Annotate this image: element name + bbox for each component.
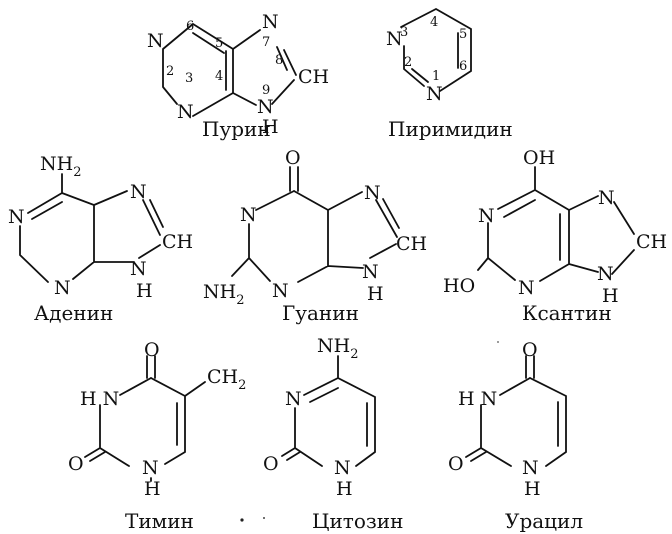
guanine-atom-n1: N	[240, 204, 257, 226]
purine-pos-8: 8	[275, 53, 283, 68]
purine-pos-6: 6	[186, 19, 194, 34]
uracil-name: Урацил	[505, 509, 583, 533]
purine-pos-4: 4	[215, 69, 223, 84]
guanine-atom-n3: N	[272, 280, 289, 302]
adenine-atom-h9: H	[136, 280, 153, 302]
xanthine-name: Ксантин	[522, 301, 612, 325]
pyrimidine-name: Пиримидин	[388, 117, 513, 141]
guanine-atom-ch8: CH	[396, 233, 427, 255]
pyrimidine-pos-4: 4	[430, 15, 438, 30]
adenine-bonds	[19, 173, 164, 283]
pyrimidine-pos-6: 6	[459, 59, 467, 74]
cytosine-atom-n1: N	[334, 457, 351, 479]
pyrimidine-pos-1: 1	[432, 69, 440, 84]
uracil-atom-hn3: H N	[458, 388, 497, 410]
guanine-atom-n7: N	[364, 182, 381, 204]
pyrimidine-atom-n3: N	[386, 28, 403, 50]
purine-pos-5: 5	[215, 36, 223, 51]
purine-atom-ch8: CH	[298, 66, 329, 88]
guanine-atom-nh2: NH2	[203, 281, 244, 308]
thymine-atom-n1: N	[142, 457, 159, 479]
pyrimidine-bonds	[400, 7, 472, 92]
guanine-bonds	[231, 166, 400, 283]
xanthine-atom-n3: N	[518, 277, 535, 299]
purine-atom-n1: N	[147, 30, 164, 52]
pyrimidine-atom-n1: N	[426, 83, 443, 105]
purine-pos-9: 9	[262, 83, 270, 98]
uracil-bonds	[465, 355, 567, 467]
pyrimidine-pos-5: 5	[459, 27, 467, 42]
purine-atom-n7: N	[262, 11, 279, 33]
xanthine-atom-oh6: OH	[523, 147, 555, 169]
uracil-atom-h1: H	[524, 478, 541, 500]
uracil-atom-o4: O	[522, 339, 538, 361]
purine-structure: N N N N H CH 2 3 4 5 6 7 8 9 Пурин	[147, 11, 329, 141]
xanthine-structure: OH N N N N H CH HO Ксантин	[443, 147, 667, 325]
adenine-structure: NH2 N N N N H CH Аденин	[8, 153, 193, 325]
purine-atom-n3: N	[177, 101, 194, 123]
cytosine-structure: NH2 N O N H Цитозин	[263, 335, 403, 533]
purine-pos-2: 2	[166, 64, 174, 79]
cytosine-name: Цитозин	[312, 509, 403, 533]
thymine-name: Тимин	[125, 509, 194, 533]
pyrimidine-structure: N N 1 2 3 4 5 6 Пиримидин	[386, 7, 513, 141]
guanine-structure: O N N N N H CH NH2 Гуанин	[203, 147, 427, 325]
cytosine-atom-o2: O	[263, 453, 279, 475]
uracil-atom-n1: N	[522, 457, 539, 479]
thymine-structure: O CH2 H N O N H Тимин	[68, 339, 246, 533]
adenine-atom-n1: N	[8, 206, 25, 228]
xanthine-bonds	[477, 166, 635, 282]
purine-name: Пурин	[202, 117, 271, 141]
cytosine-atom-n3: N	[285, 388, 302, 410]
purine-pos-3: 3	[185, 71, 193, 86]
pyrimidine-pos-2: 2	[404, 55, 412, 70]
purine-pos-7: 7	[262, 35, 270, 50]
cytosine-atom-h1: H	[336, 478, 353, 500]
thymine-atom-o2: O	[68, 453, 84, 475]
purine-bonds	[162, 23, 297, 117]
thymine-atom-hn3: H N	[80, 388, 119, 410]
purine-atom-n9: N	[257, 96, 274, 118]
xanthine-atom-n9: N	[597, 263, 614, 285]
thymine-atom-h1: H	[144, 478, 161, 500]
xanthine-atom-h9: H	[602, 285, 619, 307]
thymine-atom-ch3: CH2	[207, 366, 246, 393]
thymine-atom-o4: O	[144, 339, 160, 361]
thymine-bonds	[84, 355, 206, 482]
scan-speck-marks	[240, 341, 499, 522]
cytosine-atom-nh2: NH2	[317, 335, 358, 362]
adenine-atom-n3: N	[54, 277, 71, 299]
xanthine-atom-ho2: HO	[443, 275, 475, 297]
guanine-atom-o6: O	[285, 147, 301, 169]
purine-atom-h9: H	[262, 116, 279, 138]
guanine-atom-h9: H	[367, 283, 384, 305]
uracil-structure: O H N O N H Урацил	[448, 339, 583, 533]
guanine-atom-n9: N	[362, 261, 379, 283]
guanine-name: Гуанин	[282, 301, 359, 325]
pyrimidine-pos-3: 3	[400, 25, 408, 40]
adenine-name: Аденин	[34, 301, 113, 325]
xanthine-atom-n1: N	[478, 205, 495, 227]
adenine-atom-n7: N	[130, 181, 147, 203]
xanthine-atom-n7: N	[598, 187, 615, 209]
xanthine-atom-ch8: CH	[636, 231, 667, 253]
adenine-atom-n9: N	[130, 258, 147, 280]
uracil-atom-o2: O	[448, 453, 464, 475]
adenine-atom-nh2: NH2	[40, 153, 81, 180]
cytosine-bonds	[281, 355, 376, 467]
adenine-atom-ch8: CH	[162, 231, 193, 253]
